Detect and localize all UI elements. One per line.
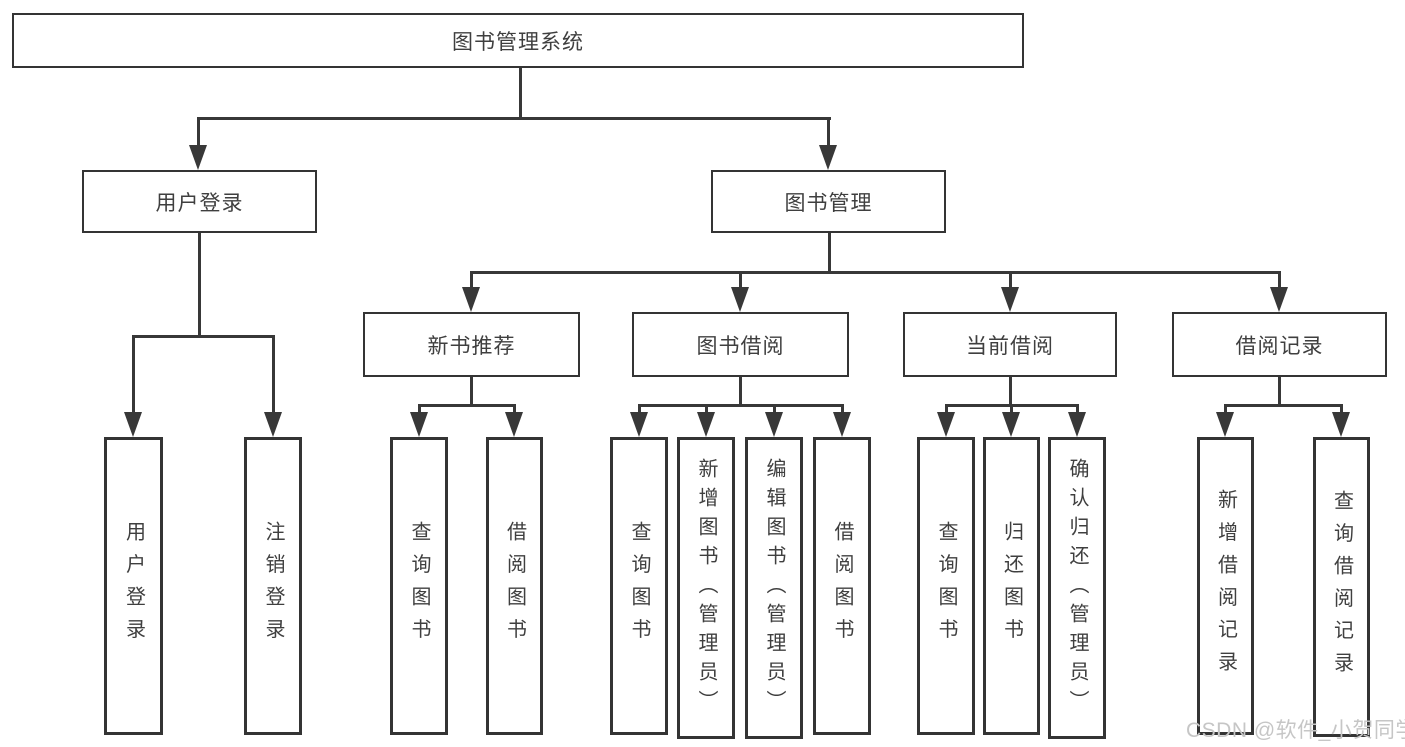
- arrow-down-icon: [832, 412, 851, 437]
- leaf-label: 新增图书（管理员）: [695, 457, 717, 719]
- node-book-borrowing: 图书借阅: [632, 312, 849, 377]
- leaf-add-book-admin: 新增图书（管理员）: [677, 437, 735, 739]
- node-label: 图书管理: [784, 191, 873, 215]
- connector-line: [197, 117, 831, 120]
- connector-line: [197, 117, 200, 147]
- leaf-query-borrow-record: 查询借阅记录: [1313, 437, 1370, 737]
- arrow-down-icon: [124, 412, 142, 437]
- connector-line: [470, 271, 473, 288]
- node-book-management: 图书管理: [711, 170, 946, 233]
- arrow-down-icon: [189, 145, 207, 170]
- leaf-label: 归还图书: [1000, 521, 1023, 651]
- connector-line: [944, 404, 948, 414]
- connector-line: [1008, 271, 1012, 288]
- leaf-query-books-current: 查询图书: [917, 437, 975, 735]
- leaf-borrow-books-recommend: 借阅图书: [486, 437, 543, 735]
- arrow-down-icon: [505, 412, 523, 437]
- node-current-borrowing: 当前借阅: [903, 312, 1117, 377]
- arrow-down-icon: [409, 412, 428, 437]
- connector-line: [198, 233, 201, 337]
- arrow-down-icon: [1067, 412, 1086, 437]
- node-new-book-recommend: 新书推荐: [363, 312, 580, 377]
- connector-line: [704, 404, 708, 414]
- leaf-label: 查询图书: [628, 521, 650, 651]
- node-label: 图书借阅: [696, 334, 785, 358]
- connector-line: [513, 404, 516, 414]
- leaf-label: 查询图书: [408, 521, 430, 651]
- leaf-label: 借阅图书: [831, 521, 853, 651]
- arrow-down-icon: [936, 412, 955, 437]
- arrow-down-icon: [1216, 412, 1234, 437]
- watermark-csdn: CSDN @软件_小贺同学: [1186, 719, 1405, 742]
- connector-line: [518, 68, 522, 120]
- leaf-user-login: 用户登录: [104, 437, 163, 735]
- connector-line: [1224, 404, 1227, 414]
- leaf-label: 借阅图书: [503, 521, 526, 651]
- connector-line: [1224, 404, 1343, 407]
- connector-line: [1008, 377, 1012, 406]
- leaf-query-books-borrowing: 查询图书: [610, 437, 668, 735]
- leaf-label: 确认归还（管理员）: [1066, 457, 1088, 719]
- arrow-down-icon: [764, 412, 783, 437]
- leaf-edit-book-admin: 编辑图书（管理员）: [745, 437, 803, 739]
- connector-line: [739, 271, 742, 288]
- connector-line: [840, 404, 844, 414]
- leaf-label: 注销登录: [262, 521, 284, 651]
- arrow-down-icon: [1000, 287, 1019, 312]
- node-label: 新书推荐: [427, 334, 516, 358]
- connector-line: [827, 117, 830, 147]
- leaf-confirm-return-admin: 确认归还（管理员）: [1048, 437, 1106, 739]
- leaf-add-borrow-record: 新增借阅记录: [1197, 437, 1254, 735]
- node-borrowing-records: 借阅记录: [1172, 312, 1387, 377]
- connector-line: [1340, 404, 1343, 414]
- leaf-label: 查询图书: [935, 521, 957, 651]
- arrow-down-icon: [1002, 412, 1020, 437]
- arrow-down-icon: [629, 412, 648, 437]
- arrow-down-icon: [1270, 287, 1288, 312]
- leaf-label: 查询借阅记录: [1330, 489, 1353, 685]
- connector-line: [1278, 377, 1281, 406]
- arrow-down-icon: [1332, 412, 1350, 437]
- connector-line: [827, 233, 831, 273]
- connector-line: [417, 404, 516, 407]
- leaf-label: 编辑图书（管理员）: [763, 457, 785, 719]
- connector-line: [772, 404, 776, 414]
- connector-line: [470, 271, 1281, 274]
- node-label: 图书管理系统: [452, 30, 584, 54]
- arrow-down-icon: [696, 412, 715, 437]
- connector-line: [470, 377, 473, 406]
- node-label: 借阅记录: [1235, 334, 1324, 358]
- leaf-label: 用户登录: [122, 521, 145, 651]
- leaf-label: 新增借阅记录: [1214, 488, 1237, 684]
- connector-line: [1075, 404, 1079, 414]
- leaf-query-books-recommend: 查询图书: [390, 437, 448, 735]
- connector-line: [417, 404, 421, 414]
- node-label: 当前借阅: [966, 334, 1054, 358]
- arrow-down-icon: [263, 412, 282, 437]
- arrow-down-icon: [462, 287, 480, 312]
- node-library-system: 图书管理系统: [12, 13, 1024, 68]
- connector-line: [132, 335, 275, 338]
- connector-line: [637, 404, 641, 414]
- arrow-down-icon: [819, 145, 837, 170]
- connector-line: [1278, 271, 1281, 288]
- connector-line: [271, 335, 275, 414]
- node-user-login-group: 用户登录: [82, 170, 317, 233]
- connector-line: [739, 377, 742, 406]
- leaf-return-books: 归还图书: [983, 437, 1040, 735]
- leaf-borrow-books-borrowing: 借阅图书: [813, 437, 871, 735]
- leaf-logout-login: 注销登录: [244, 437, 302, 735]
- node-label: 用户登录: [155, 191, 244, 215]
- connector-line: [637, 404, 844, 407]
- arrow-down-icon: [731, 287, 749, 312]
- connector-line: [132, 335, 135, 414]
- connector-line: [1010, 404, 1013, 414]
